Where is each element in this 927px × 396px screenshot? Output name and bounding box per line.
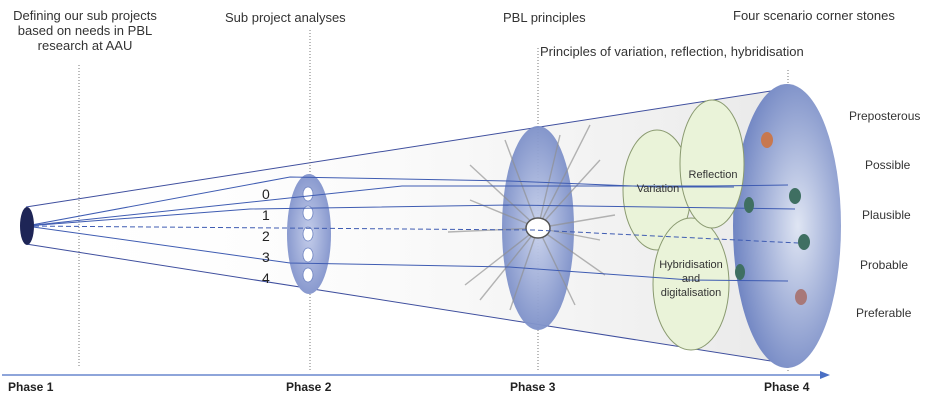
scenario-plausible: Plausible	[862, 208, 911, 222]
scenario-probable: Probable	[860, 258, 909, 272]
origin-node	[20, 207, 34, 245]
thread-3	[25, 225, 799, 244]
phase3-center-knot	[525, 217, 551, 239]
dot-plausible	[798, 234, 810, 250]
reflection-circle	[679, 99, 745, 229]
sub-project-analyses-label: Sub project analyses	[225, 10, 346, 25]
sub-project-2: 2	[262, 228, 270, 244]
threads	[25, 176, 799, 282]
dot-probable-left	[735, 264, 745, 280]
scenario-preferable: Preferable	[856, 306, 912, 320]
phase-4-label: Phase 4	[764, 380, 810, 394]
reflection-label: Reflection	[688, 169, 738, 181]
phase2-holes	[302, 186, 314, 283]
four-scenario-label: Four scenario corner stones	[733, 8, 895, 23]
cone-bottom-edge	[25, 243, 791, 365]
principle-circles	[622, 99, 745, 351]
thread-1	[25, 184, 789, 227]
pbl-principles-label: PBL principles	[503, 10, 586, 25]
sub-project-0: 0	[262, 186, 270, 202]
phase4-disc	[733, 84, 841, 368]
cone-body	[26, 88, 790, 364]
hybridisation-circle	[652, 217, 730, 351]
variation-label: Variation	[636, 183, 680, 195]
scenario-possible: Possible	[865, 158, 911, 172]
defining-label: Defining our sub projects based on needs…	[13, 8, 157, 53]
hybridisation-label: Hybridisation and digitalisation	[659, 259, 723, 299]
dot-preposterous	[761, 132, 773, 148]
sub-project-3: 3	[262, 249, 270, 265]
phase-2-label: Phase 2	[286, 380, 332, 394]
sub-project-4: 4	[262, 270, 270, 286]
scenario-dots	[735, 132, 810, 305]
thread-0	[25, 176, 734, 227]
phase-3-label: Phase 3	[510, 380, 556, 394]
cone-top-edge	[25, 87, 791, 208]
dot-preferable	[795, 289, 807, 305]
scenario-preposterous: Preposterous	[849, 109, 921, 123]
dot-plausible-left	[744, 197, 754, 213]
dot-possible	[789, 188, 801, 204]
thread-2	[25, 204, 796, 227]
sub-project-1: 1	[262, 207, 270, 223]
phase-1-label: Phase 1	[8, 380, 54, 394]
timeline-arrowhead	[820, 371, 830, 379]
thread-4	[25, 225, 789, 282]
principles-of-label: Principles of variation, reflection, hyb…	[540, 44, 804, 59]
